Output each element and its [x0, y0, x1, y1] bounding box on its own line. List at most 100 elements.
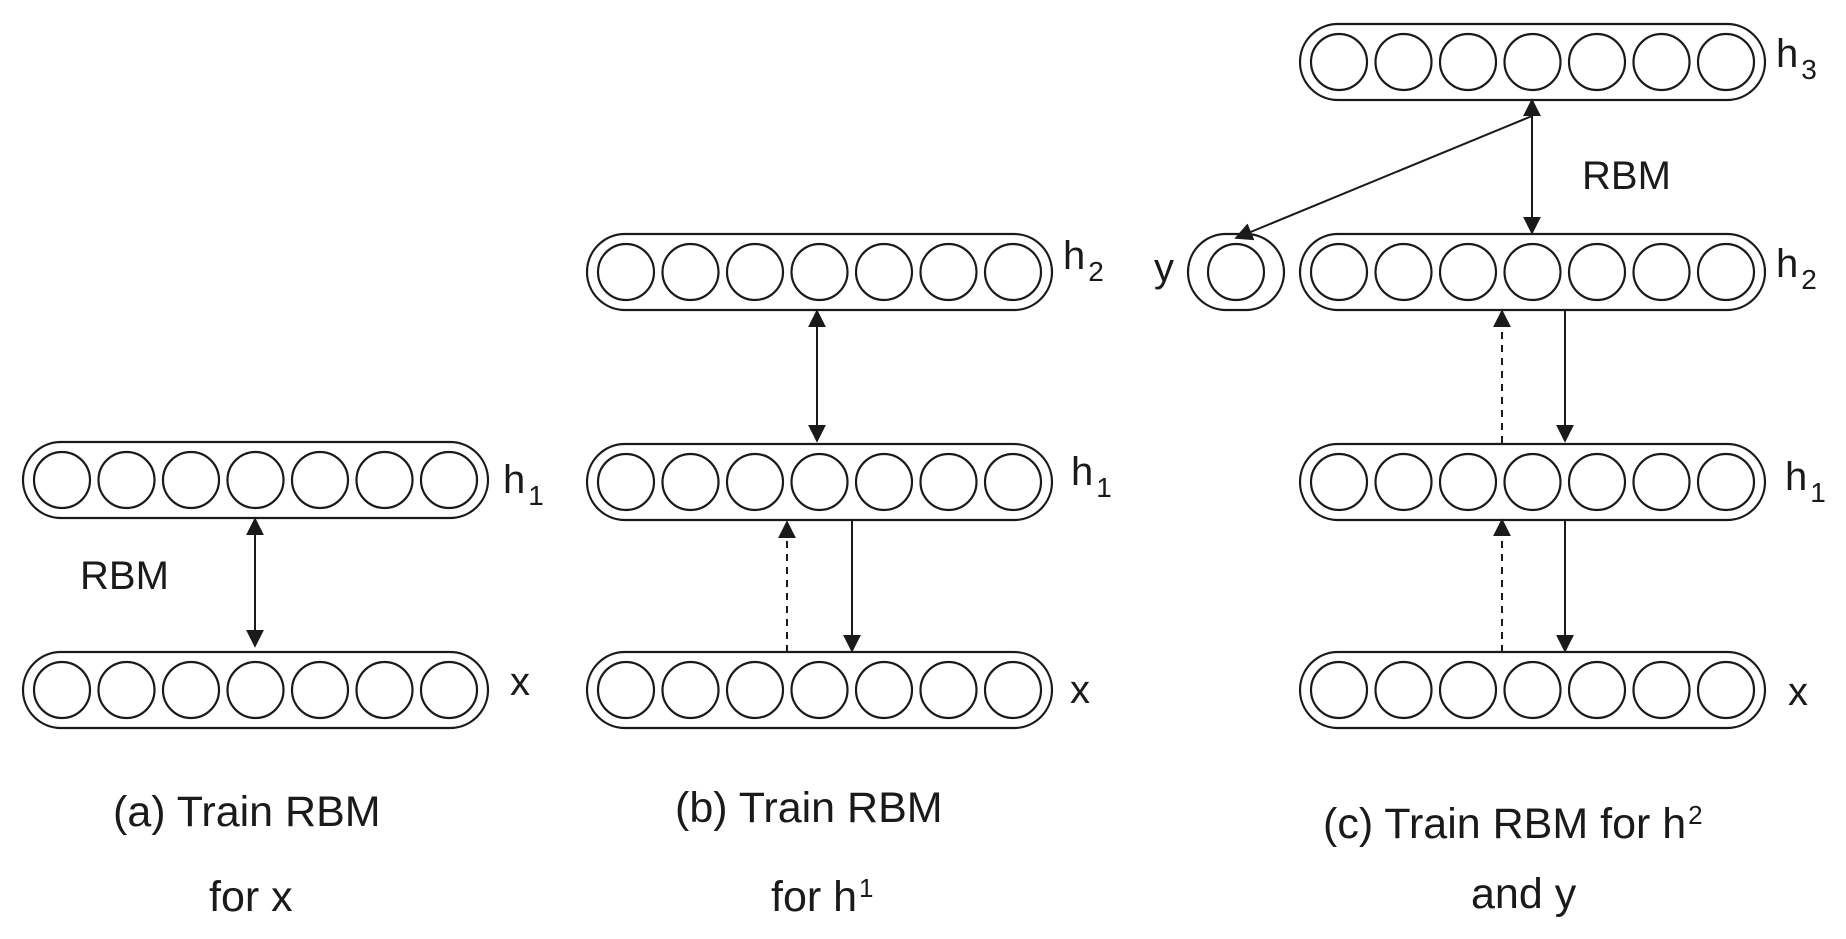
unit-circle: [725, 452, 785, 512]
unit-circle: [1438, 660, 1498, 720]
layer-c-h2-outline: [1298, 232, 1767, 312]
layer-c-h3: [1298, 22, 1767, 102]
unit-circle: [1696, 452, 1756, 512]
unit-circle: [1438, 452, 1498, 512]
caption-a-line2: for x: [209, 873, 293, 921]
unit-circle: [854, 242, 914, 302]
unit-circle: [32, 450, 92, 510]
unit-circle: [790, 242, 849, 302]
unit-circle: [983, 242, 1043, 302]
unit-circle: [790, 660, 849, 720]
label-c-x: x: [1788, 670, 1808, 714]
unit-circle: [32, 660, 92, 720]
layer-b-h2-outline: [585, 232, 1054, 312]
arrow-c-diag: [1234, 115, 1533, 241]
unit-circle: [1632, 660, 1691, 720]
unit-circle: [97, 660, 156, 720]
layer-c-x: [1298, 650, 1767, 730]
caption-a-line1: (a) Train RBM: [113, 788, 381, 836]
layer-c-h1: [1298, 442, 1767, 522]
unit-circle: [1309, 452, 1369, 512]
unit-circle: [1696, 660, 1756, 720]
unit-circle: [1206, 242, 1266, 302]
unit-circle: [790, 452, 849, 512]
unit-circle: [1567, 660, 1627, 720]
unit-circle: [1309, 660, 1369, 720]
unit-circle: [1632, 32, 1691, 92]
layer-c-h3-outline: [1298, 22, 1767, 102]
unit-circle: [1374, 660, 1433, 720]
label-a-rbm: RBM: [80, 554, 169, 598]
unit-circle: [983, 452, 1043, 512]
unit-circle: [1309, 242, 1369, 302]
unit-circle: [661, 242, 720, 302]
unit-circle: [1374, 452, 1433, 512]
layer-b-x-outline: [585, 650, 1054, 730]
unit-circle: [97, 450, 156, 510]
unit-circle: [1503, 242, 1562, 302]
layer-a-h1: [21, 440, 490, 520]
unit-circle: [1374, 242, 1433, 302]
unit-circle: [1632, 242, 1691, 302]
unit-circle: [1503, 452, 1562, 512]
unit-circle: [1696, 242, 1756, 302]
unit-circle: [290, 450, 350, 510]
unit-circle: [725, 660, 785, 720]
caption-b-line1: (b) Train RBM: [675, 784, 943, 832]
layer-c-h2: [1298, 232, 1767, 312]
unit-circle: [1503, 32, 1562, 92]
label-c-rbm: RBM: [1582, 154, 1671, 198]
connections: [246, 98, 1574, 653]
unit-circle: [854, 452, 914, 512]
unit-circle: [355, 450, 414, 510]
layer-b-h1-outline: [585, 442, 1054, 522]
unit-circle: [355, 660, 414, 720]
caption-c-line2: and y: [1471, 870, 1577, 918]
unit-circle: [419, 660, 479, 720]
layer-c-x-outline: [1298, 650, 1767, 730]
layer-b-h1: [585, 442, 1054, 522]
unit-circle: [161, 660, 221, 720]
unit-circle: [226, 450, 285, 510]
unit-circle: [919, 452, 978, 512]
unit-circle: [1438, 242, 1498, 302]
label-c-y: y: [1154, 246, 1174, 290]
unit-circle: [1503, 660, 1562, 720]
layer-a-x: [21, 650, 490, 730]
layer-b-h2: [585, 232, 1054, 312]
layer-c-h1-outline: [1298, 442, 1767, 522]
unit-circle: [1567, 32, 1627, 92]
unit-circle: [1567, 452, 1627, 512]
unit-circle: [290, 660, 350, 720]
layer-a-x-outline: [21, 650, 490, 730]
unit-circle: [1374, 32, 1433, 92]
unit-circle: [725, 242, 785, 302]
unit-circle: [983, 660, 1043, 720]
unit-circle: [1632, 452, 1691, 512]
layer-b-x: [585, 650, 1054, 730]
label-a-x: x: [510, 660, 530, 704]
unit-circle: [661, 452, 720, 512]
unit-circle: [596, 242, 656, 302]
unit-circle: [596, 660, 656, 720]
unit-circle: [1438, 32, 1498, 92]
caption-b-line2: for h1: [771, 873, 874, 921]
layer-c-y-outline: [1186, 232, 1286, 312]
unit-circle: [419, 450, 479, 510]
layer-c-y: [1186, 232, 1286, 312]
unit-circle: [226, 660, 285, 720]
label-b-x: x: [1070, 668, 1090, 712]
unit-circle: [596, 452, 656, 512]
unit-circle: [919, 242, 978, 302]
unit-circle: [661, 660, 720, 720]
unit-circle: [854, 660, 914, 720]
layer-a-h1-outline: [21, 440, 490, 520]
unit-circle: [1567, 242, 1627, 302]
